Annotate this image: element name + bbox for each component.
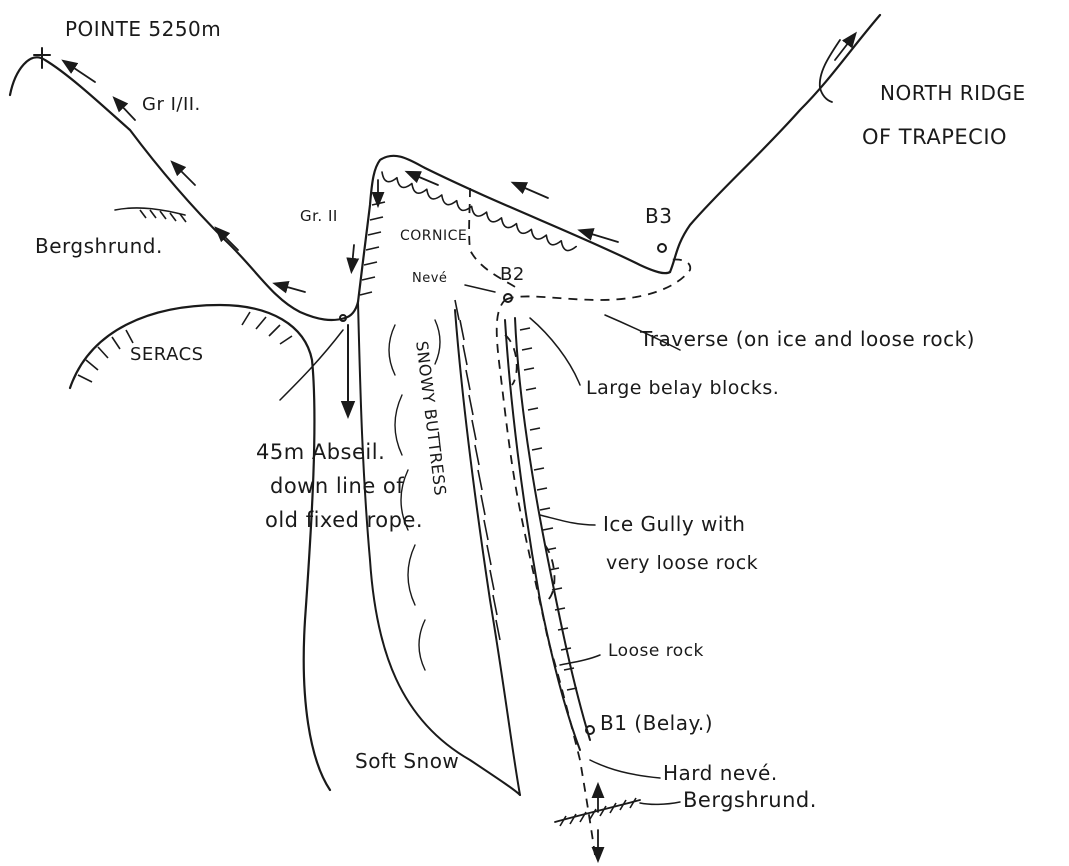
- summit-label: POINTE 5250m: [65, 18, 221, 41]
- abseil-label-line3: old fixed rope.: [265, 508, 423, 532]
- hard-neve-label: Hard nevé.: [663, 762, 778, 785]
- north-ridge-arrow: [835, 38, 852, 60]
- belay-b2-label: B2: [500, 265, 525, 286]
- large-belay-label: Large belay blocks.: [586, 378, 779, 400]
- north-ridge-label-line1: NORTH RIDGE: [880, 82, 1026, 105]
- neve-label: Nevé: [412, 272, 447, 287]
- belay-b3-label: B3: [645, 205, 672, 228]
- seracs-outline: [70, 305, 330, 790]
- cornice-label: CORNICE: [400, 228, 467, 244]
- north-ridge-label-line2: OF TRAPECIO: [862, 125, 1007, 149]
- bergschrund-upper-mark: [115, 208, 186, 222]
- route-dashed-gully: [497, 300, 595, 855]
- north-ridge-line: [670, 15, 880, 272]
- seracs-label: SERACS: [130, 345, 204, 366]
- buttress-hatching: [455, 300, 500, 640]
- bergschrund-lower-label: Bergshrund.: [683, 788, 817, 812]
- grade-lower-label: Gr. II: [300, 208, 338, 225]
- bergschrund-upper-label: Bergshrund.: [35, 235, 163, 258]
- route-dashed-traverse: [505, 259, 690, 300]
- loose-rock-label: Loose rock: [608, 642, 704, 662]
- traverse-label: Traverse (on ice and loose rock): [640, 328, 975, 351]
- abseil-label-line1: 45m Abseil.: [256, 440, 385, 464]
- belay-b3-marker: [658, 244, 666, 252]
- ice-gully-label-line2: very loose rock: [606, 553, 758, 575]
- ice-gully-label-line1: Ice Gully with: [603, 513, 745, 536]
- buttress-left-edge: [358, 302, 520, 795]
- north-ridge-spur: [820, 40, 840, 102]
- belay-b1-label: B1 (Belay.): [600, 712, 713, 735]
- grade-upper-label: Gr I/II.: [142, 95, 201, 116]
- abseil-label-line2: down line of: [270, 474, 404, 498]
- soft-snow-label: Soft Snow: [355, 750, 459, 773]
